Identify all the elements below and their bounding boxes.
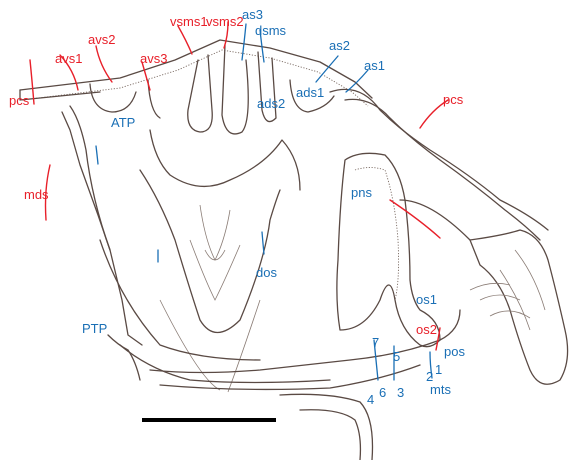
label-pcs-left: pcs bbox=[9, 94, 29, 107]
label-os1: os1 bbox=[416, 293, 437, 306]
seta-dos bbox=[262, 232, 264, 254]
label-pcs-right: pcs bbox=[443, 93, 463, 106]
label-as1: as1 bbox=[364, 59, 385, 72]
seta-pns bbox=[390, 200, 440, 238]
label-mds: mds bbox=[24, 188, 49, 201]
label-4: 4 bbox=[367, 393, 374, 406]
left-lateral-lobe bbox=[62, 112, 142, 345]
label-atp: ATP bbox=[111, 116, 135, 129]
label-7: 7 bbox=[372, 336, 379, 349]
label-as2: as2 bbox=[329, 39, 350, 52]
label-as3: as3 bbox=[242, 8, 263, 21]
label-dsms: dsms bbox=[255, 24, 286, 37]
label-3: 3 bbox=[397, 386, 404, 399]
leg-segment bbox=[470, 230, 568, 384]
label-avs2: avs2 bbox=[88, 33, 115, 46]
label-pos: pos bbox=[444, 345, 465, 358]
label-ptp: PTP bbox=[82, 322, 107, 335]
label-pns: pns bbox=[351, 186, 372, 199]
posterior-base bbox=[150, 310, 460, 373]
label-ads2: ads2 bbox=[257, 97, 285, 110]
label-avs1: avs1 bbox=[55, 52, 82, 65]
label-mts: mts bbox=[430, 383, 451, 396]
label-vsms2: vsms2 bbox=[206, 15, 244, 28]
scale-bar bbox=[142, 418, 276, 422]
mouthparts bbox=[190, 205, 240, 300]
pns-region bbox=[337, 153, 440, 346]
label-dos: dos bbox=[256, 266, 277, 279]
label-vsms1: vsms1 bbox=[170, 15, 208, 28]
label-ads1: ads1 bbox=[296, 86, 324, 99]
label-1: 1 bbox=[435, 363, 442, 376]
gnathosoma-outline bbox=[150, 130, 300, 190]
seta-pcs-left bbox=[30, 60, 34, 104]
label-5: 5 bbox=[393, 350, 400, 363]
label-os2: os2 bbox=[416, 323, 437, 336]
label-6: 6 bbox=[379, 386, 386, 399]
central-sclerite bbox=[188, 55, 213, 132]
label-avs3: avs3 bbox=[140, 52, 167, 65]
